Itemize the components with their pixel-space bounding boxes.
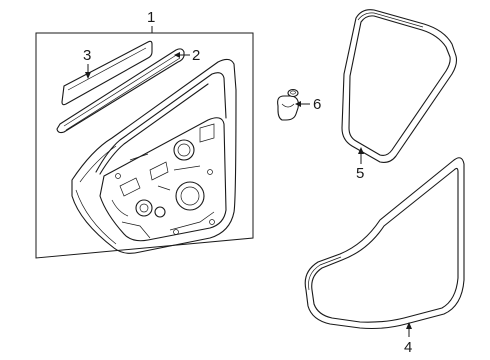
callout-5: 5 bbox=[356, 165, 364, 182]
trim-pad-part bbox=[61, 40, 153, 106]
callout-2-arrowhead bbox=[174, 52, 180, 58]
rear-door-shell-part bbox=[71, 58, 237, 254]
callout-4: 4 bbox=[404, 339, 412, 356]
callout-2-group: 2 bbox=[174, 47, 200, 64]
callout-3: 3 bbox=[83, 47, 91, 64]
callout-2: 2 bbox=[192, 47, 200, 64]
callout-1-group: 1 bbox=[35, 9, 254, 259]
belt-molding-part bbox=[56, 48, 185, 134]
callout-5-arrowhead bbox=[358, 147, 364, 154]
callout-3-group: 3 bbox=[83, 47, 91, 79]
callout-4-arrowhead bbox=[406, 322, 412, 329]
callout-6-group: 6 bbox=[295, 96, 321, 113]
body-weatherstrip-part bbox=[304, 157, 465, 330]
door-weatherstrip-part bbox=[341, 9, 458, 163]
callout-6: 6 bbox=[313, 96, 321, 113]
callout-4-group: 4 bbox=[404, 322, 412, 356]
door-assembly-box bbox=[35, 32, 254, 259]
callout-1: 1 bbox=[147, 9, 155, 26]
grommet-part bbox=[277, 88, 299, 121]
callout-6-arrowhead bbox=[295, 101, 301, 107]
callout-3-arrowhead bbox=[85, 72, 91, 79]
callout-5-group: 5 bbox=[356, 147, 364, 182]
